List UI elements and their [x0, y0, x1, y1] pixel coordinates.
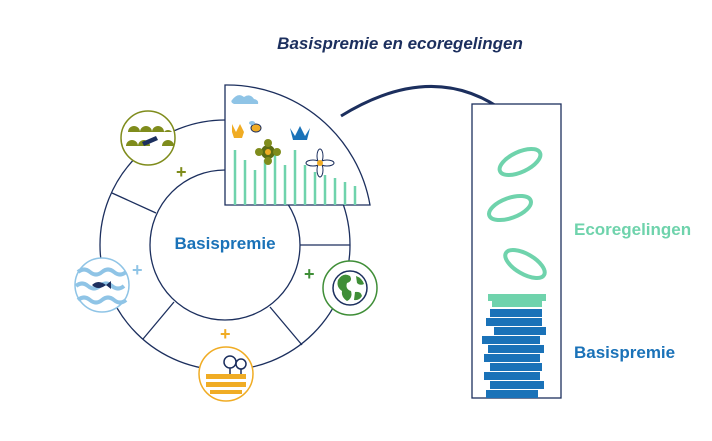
center-label: Basispremie — [150, 234, 300, 254]
farm-field-icon — [199, 347, 253, 401]
plus-sign-farm: + — [220, 324, 231, 344]
plus-sign-hills: + — [176, 162, 187, 182]
plus-sign-water: + — [132, 260, 143, 280]
hills-plow-icon — [121, 111, 175, 165]
eco-label: Ecoregelingen — [574, 220, 691, 240]
basis-label: Basispremie — [574, 343, 675, 363]
water-fish-icon — [75, 258, 129, 312]
coin-stack-icon — [482, 294, 546, 398]
wildflower-segment-icon — [225, 85, 370, 205]
globe-icon — [323, 261, 377, 315]
plus-sign-globe: + — [304, 264, 315, 284]
